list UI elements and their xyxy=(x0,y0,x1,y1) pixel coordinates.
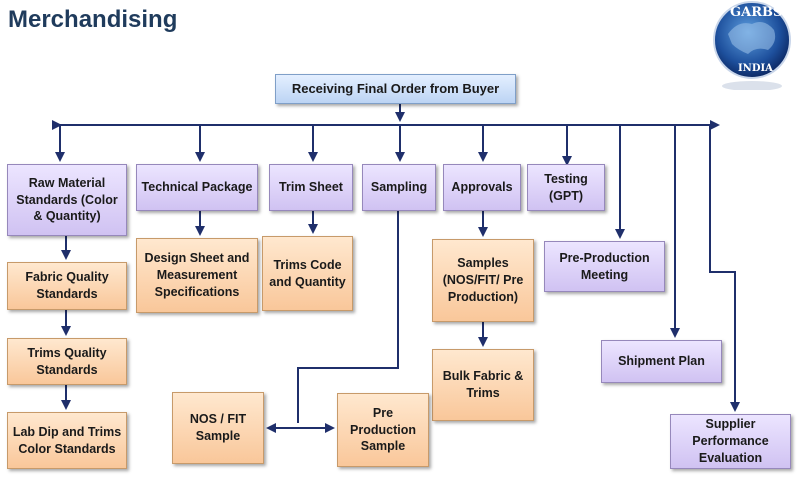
node-fabric-quality-standards: Fabric Quality Standards xyxy=(7,262,127,310)
node-trim-sheet: Trim Sheet xyxy=(269,164,353,211)
node-receiving-final-order: Receiving Final Order from Buyer xyxy=(275,74,516,104)
node-design-sheet: Design Sheet and Measurement Specificati… xyxy=(136,238,258,313)
node-technical-package: Technical Package xyxy=(136,164,258,211)
node-lab-dip-standards: Lab Dip and Trims Color Standards xyxy=(7,412,127,469)
node-pre-production-sample: Pre Production Sample xyxy=(337,393,429,467)
logo-top-text: GARBS xyxy=(730,5,783,20)
node-bulk-fabric-trims: Bulk Fabric & Trims xyxy=(432,349,534,421)
node-raw-material-standards: Raw Material Standards (Color & Quantity… xyxy=(7,164,127,236)
node-trims-quality-standards: Trims Quality Standards xyxy=(7,338,127,385)
node-shipment-plan: Shipment Plan xyxy=(601,340,722,383)
node-supplier-performance-evaluation: Supplier Performance Evaluation xyxy=(670,414,791,469)
node-trims-code-quantity: Trims Code and Quantity xyxy=(262,236,353,311)
node-nos-fit-sample: NOS / FIT Sample xyxy=(172,392,264,464)
node-approvals: Approvals xyxy=(443,164,521,211)
page-title: Merchandising xyxy=(8,6,178,33)
node-sampling: Sampling xyxy=(362,164,436,211)
logo-bottom-text: INDIA xyxy=(738,63,773,74)
garbs-india-logo: GARBS INDIA xyxy=(708,0,796,91)
node-samples-nos-fit-pp: Samples (NOS/FIT/ Pre Production) xyxy=(432,239,534,322)
node-pre-production-meeting: Pre-Production Meeting xyxy=(544,241,665,292)
node-testing-gpt: Testing (GPT) xyxy=(527,164,605,211)
